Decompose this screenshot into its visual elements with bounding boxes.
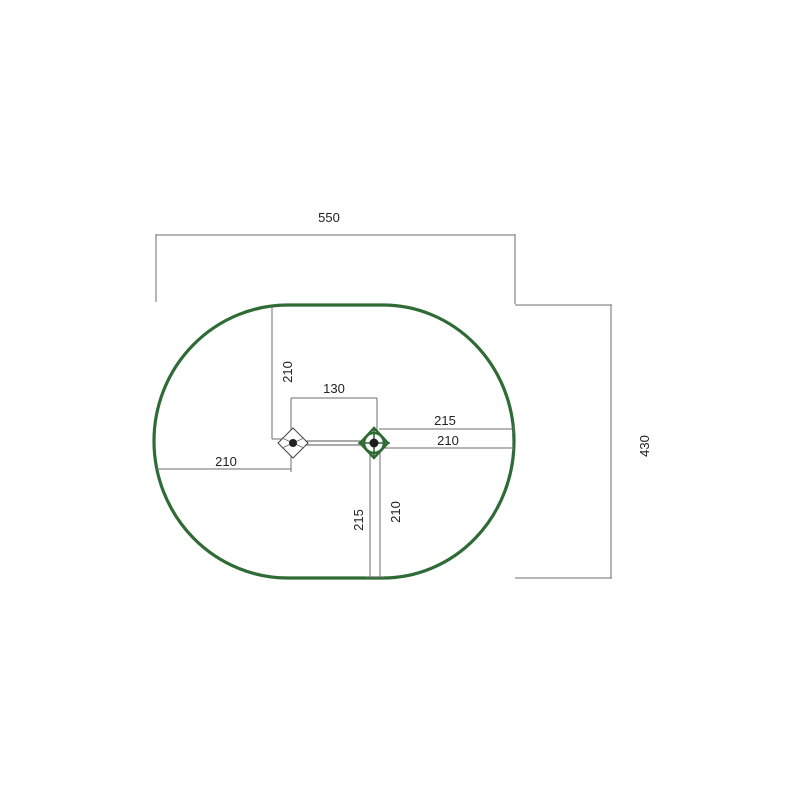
dimension-label-215-right: 215 (434, 413, 456, 428)
dimension-left-horizontal: 210 (155, 454, 292, 472)
dimension-left-top-offset: 210 (271, 307, 295, 440)
safety-zone-outline (152, 303, 516, 580)
connecting-bar (301, 440, 362, 446)
dimension-label-210-left: 210 (215, 454, 237, 469)
dimension-label-130: 130 (323, 381, 345, 396)
dimension-label-210-right: 210 (437, 433, 459, 448)
dimension-post-spacing: 130 (290, 381, 378, 434)
dimension-right-upper: 215 (379, 413, 515, 433)
dimension-right-lower: 210 (384, 433, 514, 451)
dimension-label-210-left-top: 210 (280, 361, 295, 383)
dimension-overall-width: 550 (155, 210, 516, 304)
dimension-overall-height: 430 (515, 304, 652, 579)
dimension-label-210-bottom: 210 (388, 501, 403, 523)
spring-post-icon (358, 426, 390, 460)
dimension-label-215-bottom: 215 (351, 509, 366, 531)
diamond-post-icon (277, 427, 309, 459)
dimension-label-550: 550 (318, 210, 340, 225)
dimension-label-430: 430 (637, 435, 652, 457)
dimension-bottom: 215 210 (351, 453, 403, 578)
